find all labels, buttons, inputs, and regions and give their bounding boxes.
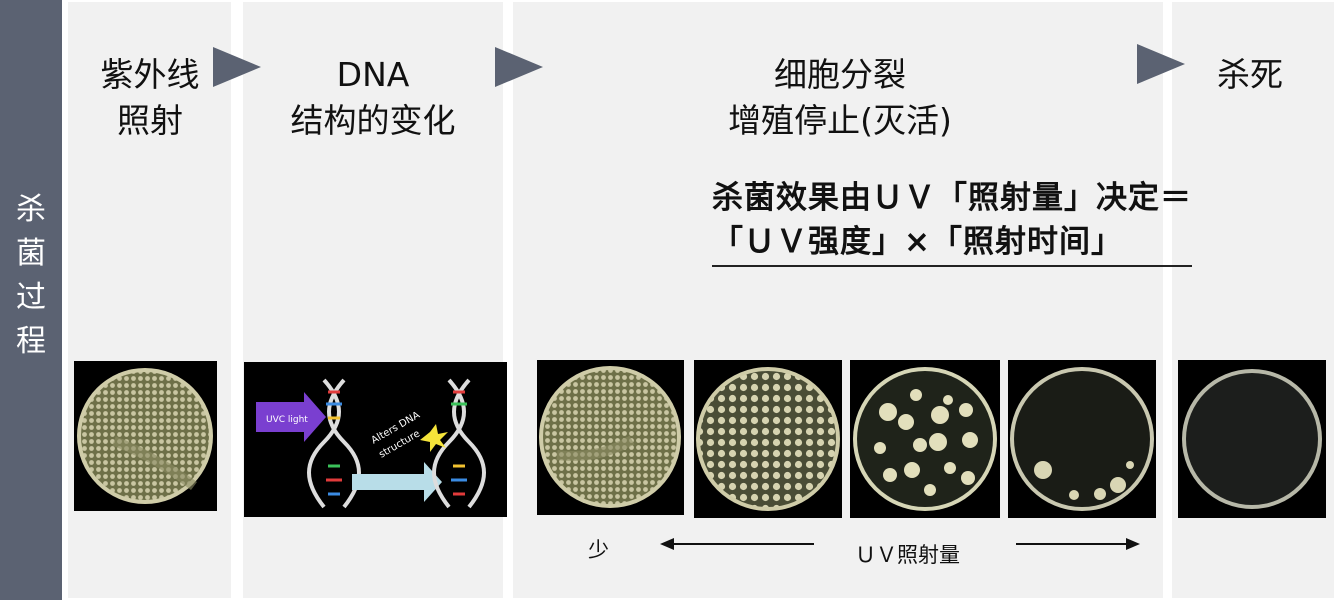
process-sidebar: 杀 菌 过 程 bbox=[0, 0, 62, 600]
dna-change-photo: UVC light Alters DNA structure bbox=[244, 362, 507, 517]
petri-dish-photo-3 bbox=[694, 360, 842, 518]
stage-death-title: 杀死 bbox=[1217, 55, 1283, 94]
scale-line-left bbox=[672, 543, 814, 545]
flow-arrow-2 bbox=[495, 47, 543, 87]
petri-dish-1-graphic bbox=[77, 368, 213, 504]
dna-helix-left bbox=[307, 378, 361, 509]
petri-dish-6-graphic bbox=[1182, 369, 1322, 509]
petri-dish-photo-4 bbox=[850, 360, 1000, 518]
damage-star bbox=[420, 424, 448, 452]
petri-dish-2-graphic bbox=[539, 366, 681, 508]
stage-inactivation-title: 细胞分裂 增殖停止(灭活) bbox=[728, 55, 952, 140]
dna-diagram-graphic: UVC light Alters DNA structure bbox=[256, 378, 486, 509]
scale-line-right bbox=[1016, 543, 1128, 545]
uvc-arrow bbox=[256, 392, 326, 442]
uv-low-label: 少 bbox=[588, 538, 609, 562]
flow-arrow-3 bbox=[1137, 44, 1185, 84]
stage-uv-title: 紫外线 照射 bbox=[100, 55, 200, 140]
petri-dish-5-graphic bbox=[1010, 367, 1154, 511]
petri-dish-photo-1 bbox=[74, 361, 217, 511]
process-label: 杀 菌 过 程 bbox=[16, 192, 46, 359]
scale-arrowhead-left bbox=[660, 538, 674, 550]
uv-dose-axis-label: ＵＶ照射量 bbox=[855, 543, 960, 567]
petri-dish-photo-5 bbox=[1008, 360, 1156, 518]
petri-dish-photo-2 bbox=[537, 360, 684, 515]
scale-arrowhead-right bbox=[1126, 538, 1140, 550]
petri-dish-4-graphic bbox=[853, 367, 997, 511]
petri-dish-3-graphic bbox=[696, 367, 840, 511]
svg-text:UVC light: UVC light bbox=[266, 415, 308, 425]
flow-arrow-1 bbox=[213, 47, 261, 87]
dna-helix-right bbox=[432, 378, 486, 509]
formula-text: 杀菌效果由ＵＶ「照射量」决定＝ 「ＵＶ强度」×「照射时间」 bbox=[712, 180, 1192, 260]
petri-dish-photo-6 bbox=[1178, 360, 1326, 518]
stage-dna-title: DNA 结构的变化 bbox=[290, 55, 456, 140]
change-arrow bbox=[352, 462, 442, 502]
formula-underline bbox=[712, 265, 1192, 267]
